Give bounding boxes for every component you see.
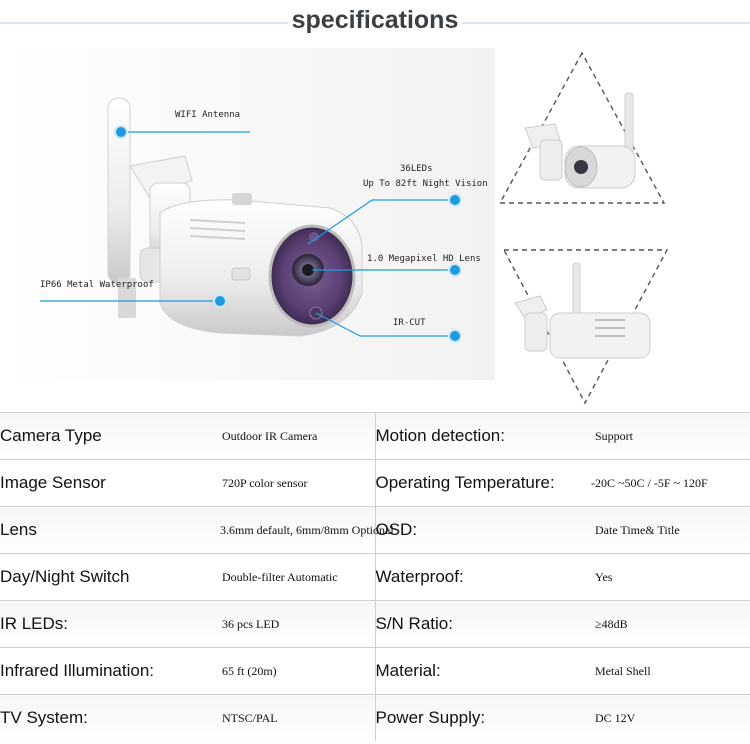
spec-value-left: 65 ft (20m): [220, 647, 376, 695]
spec-value-right: Support: [583, 412, 750, 460]
night-vision-callout: Up To 82ft Night Vision: [363, 179, 488, 189]
spec-label-left: Lens: [0, 506, 220, 554]
page-title: specifications: [291, 6, 459, 34]
spec-label-left: IR LEDs:: [0, 600, 220, 648]
camera-illustration: [40, 97, 455, 337]
spec-value-left: 720P color sensor: [220, 459, 376, 507]
camera-body-shape: [159, 193, 363, 337]
spec-label-right: Operating Temperature:: [375, 459, 583, 507]
top-camera-shape: [524, 92, 636, 189]
title-rule-right: [462, 22, 750, 24]
spec-label-right: OSD:: [375, 506, 583, 554]
spec-label-left: TV System:: [0, 694, 220, 741]
spec-label-right: Material:: [375, 647, 583, 695]
spec-value-left: 3.6mm default, 6mm/8mm Optional: [220, 506, 394, 554]
leds-callout: 36LEDs: [400, 164, 433, 174]
spec-value-right: DC 12V: [583, 694, 750, 741]
waterproof-callout: IP66 Metal Waterproof: [40, 280, 154, 290]
lens-callout: 1.0 Megapixel HD Lens: [367, 254, 481, 264]
ircut-callout: IR-CUT: [393, 318, 426, 328]
waterproof-dot: [215, 296, 225, 306]
spec-label-left: Day/Night Switch: [0, 553, 220, 601]
spec-label-right: S/N Ratio:: [375, 600, 583, 648]
spec-label-right: Motion detection:: [375, 412, 583, 460]
spec-value-left: Double-filter Automatic: [220, 553, 376, 601]
spec-value-left: 36 pcs LED: [220, 600, 376, 648]
spec-value-right: Yes: [583, 553, 750, 601]
spec-label-right: Power Supply:: [375, 694, 583, 741]
spec-value-right: Metal Shell: [583, 647, 750, 695]
antenna-callout: WIFI Antenna: [175, 110, 241, 120]
spec-value-left: Outdoor IR Camera: [220, 412, 376, 460]
title-bar: specifications: [0, 0, 750, 48]
camera-diagram: WIFI Antenna 36LEDs Up To 82ft Night Vis…: [0, 48, 495, 380]
side-view-illustrations: [498, 51, 669, 405]
leds-dot: [450, 195, 460, 205]
spec-label-left: Infrared Illumination:: [0, 647, 220, 695]
spec-label-left: Image Sensor: [0, 459, 220, 507]
spec-value-right: ≥48dB: [583, 600, 750, 648]
spec-value-left: NTSC/PAL: [220, 694, 376, 741]
antenna-shape: [107, 97, 136, 318]
lens-dot: [450, 265, 460, 275]
bottom-camera-shape: [514, 262, 651, 359]
ircut-dot: [450, 331, 460, 341]
spec-label-right: Waterproof:: [375, 553, 583, 601]
spec-row: Infrared Illumination:65 ft (20m)Materia…: [0, 647, 750, 695]
antenna-dot: [116, 127, 126, 137]
view-thumbnails: [495, 48, 750, 418]
title-rule-left: [0, 22, 288, 24]
spec-value-right: -20C ~50C / -5F ~ 120F: [583, 459, 750, 507]
spec-value-right: Date Time& Title: [583, 506, 750, 554]
spec-label-left: Camera Type: [0, 412, 220, 460]
